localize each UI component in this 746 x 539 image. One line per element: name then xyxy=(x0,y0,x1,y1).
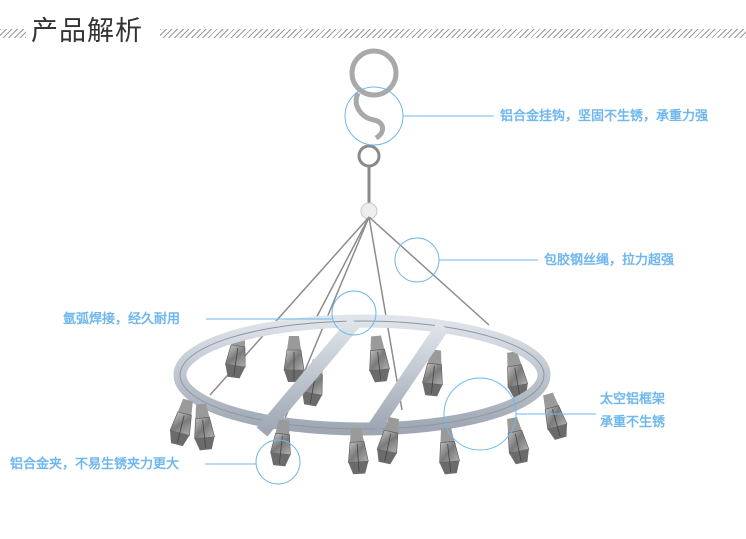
frame-bar-right xyxy=(368,322,449,432)
hook-ring xyxy=(349,48,399,98)
callout-label-weld: 氩弧焊接，经久耐用 xyxy=(63,312,181,327)
callout-label-hook: 铝合金挂钩，坚固不生锈，承重力强 xyxy=(500,109,709,124)
callout-label-clip: 铝合金夹，不易生锈夹力更大 xyxy=(10,457,180,472)
frame-edge xyxy=(179,320,545,430)
hook-neck xyxy=(353,91,385,141)
callout-markers xyxy=(205,86,596,485)
callout-label-frame-sub: 承重不生锈 xyxy=(600,415,666,430)
header-hatch-left xyxy=(0,29,26,38)
hook-bead xyxy=(360,202,378,220)
callout-label-frame-title: 太空铝框架 xyxy=(600,392,666,407)
page-title: 产品解析 xyxy=(31,16,143,47)
hook xyxy=(349,48,399,220)
callout-label-wire: 包胶钢丝绳，拉力超强 xyxy=(544,253,675,268)
header-hatch-right xyxy=(160,29,746,38)
frame-bar-left xyxy=(256,317,361,437)
clips-back xyxy=(223,330,531,408)
callout-circle-clip xyxy=(255,439,301,485)
section-header: 产品解析 xyxy=(0,0,746,60)
callout-circle-weld xyxy=(331,290,377,336)
hook-swivel xyxy=(357,144,381,168)
frame xyxy=(173,314,551,437)
